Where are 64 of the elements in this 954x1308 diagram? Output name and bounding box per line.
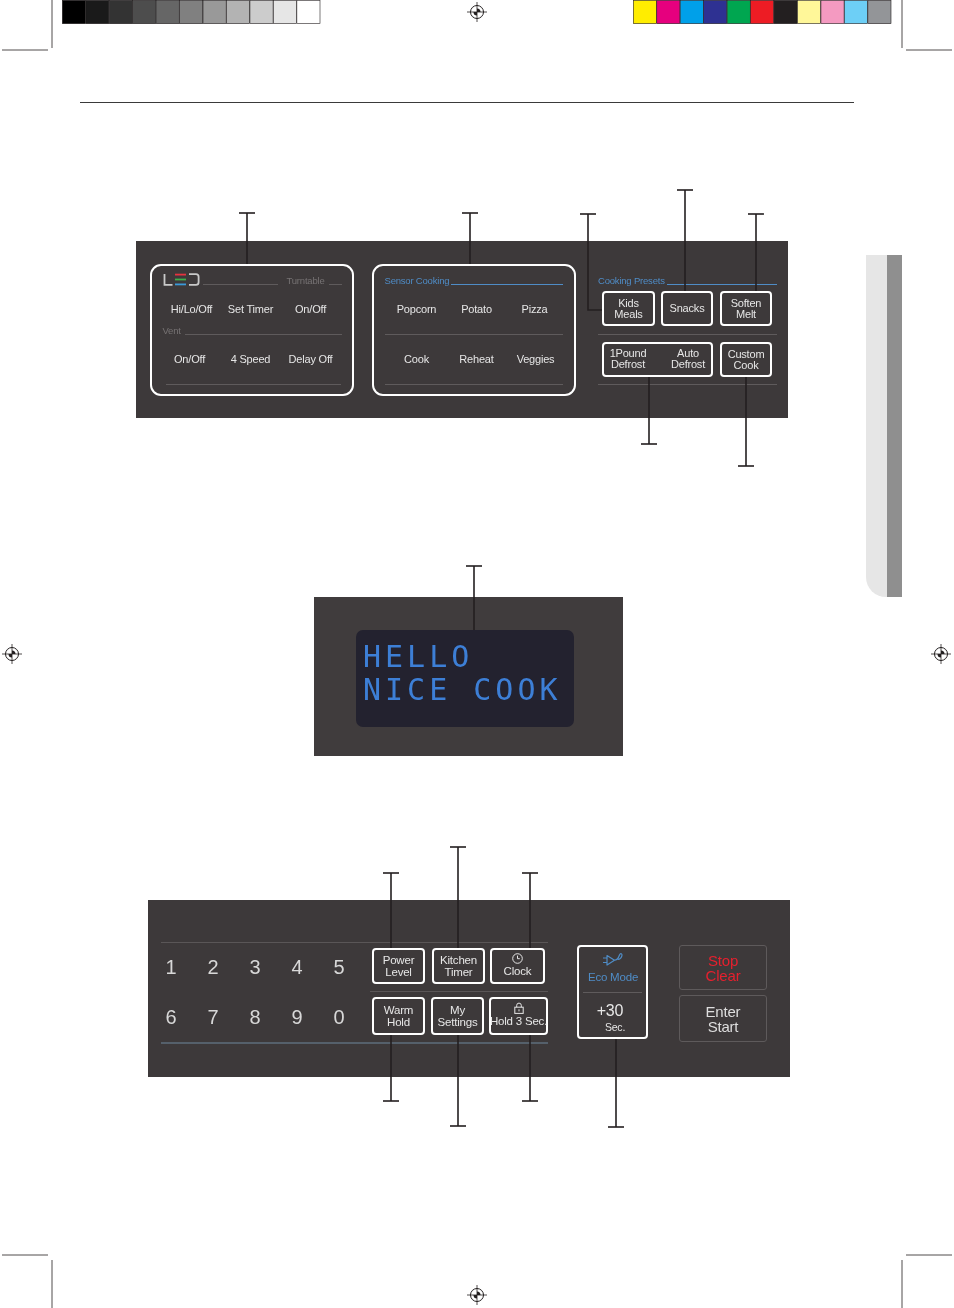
control-panel — [148, 900, 790, 1077]
number-key: 8 — [249, 1006, 261, 1028]
touch-key: My Settings — [431, 997, 484, 1035]
number-key: 6 — [165, 1006, 177, 1028]
control-panel — [136, 241, 788, 418]
leader-line — [522, 1034, 538, 1102]
number-key: 3 — [249, 956, 261, 978]
section-heading: Sensor Cooking — [384, 275, 450, 286]
touch-key: Warm Hold — [372, 997, 425, 1035]
key-group-panel — [150, 264, 354, 396]
number-key: 4 — [291, 956, 303, 978]
touch-key: Snacks — [661, 291, 713, 326]
key-label: Reheat — [459, 352, 494, 365]
touch-key: Kitchen Timer — [432, 948, 485, 984]
key-label: Cook — [404, 352, 429, 365]
leader-line — [580, 213, 603, 311]
double-touch-key — [577, 945, 648, 1039]
touch-key: Kids Meals — [602, 291, 655, 326]
display-text: HELLO NICE COOK — [363, 640, 563, 706]
number-key: 7 — [207, 1006, 219, 1028]
number-key: 9 — [291, 1006, 303, 1028]
key-label: 1Pound Defrost — [609, 348, 647, 370]
key-label: On/Off — [174, 352, 205, 365]
touch-key: Soften Melt — [720, 291, 772, 326]
touch-key: Stop Clear — [679, 945, 767, 990]
touch-key: Clock — [490, 948, 545, 984]
leader-line — [677, 189, 693, 292]
touch-key: Custom Cook — [720, 342, 772, 377]
number-key: 2 — [207, 956, 219, 978]
key-label: Hi/Lo/Off — [170, 302, 213, 315]
key-label: Popcorn — [396, 302, 437, 315]
touch-key: Power Level — [372, 948, 425, 984]
section-heading: Cooking Presets — [598, 276, 665, 286]
key-label: On/Off — [295, 302, 326, 315]
key-label: Sec. — [604, 1021, 626, 1033]
display-panel — [314, 597, 623, 756]
leader-line — [239, 212, 255, 265]
touch-key: Enter Start — [679, 995, 767, 1042]
number-key: 0 — [333, 1006, 345, 1028]
number-key: 1 — [165, 956, 177, 978]
double-touch-key — [602, 342, 713, 377]
leader-line — [748, 213, 764, 292]
key-label: Eco Mode — [587, 970, 639, 984]
leader-line — [383, 1034, 399, 1102]
leader-line — [738, 376, 754, 467]
key-label: Delay Off — [288, 352, 333, 365]
leader-line — [450, 1034, 466, 1127]
number-key: 5 — [333, 956, 345, 978]
key-label: +30 — [596, 1002, 624, 1020]
leader-line — [522, 872, 538, 949]
key-group-panel — [372, 264, 576, 396]
key-label: Set Timer — [227, 302, 274, 315]
leader-line — [383, 872, 399, 949]
leader-line — [641, 376, 657, 445]
key-label: Auto Defrost — [670, 348, 706, 370]
lcd-screen — [356, 630, 574, 727]
key-label: Pizza — [521, 302, 548, 315]
leader-line — [466, 565, 482, 631]
key-label: Veggies — [516, 352, 555, 365]
key-label: 4 Speed — [230, 352, 271, 365]
leader-line — [450, 846, 466, 949]
key-label: Potato — [461, 302, 492, 315]
leader-line — [608, 1038, 624, 1128]
leader-line — [462, 212, 478, 265]
